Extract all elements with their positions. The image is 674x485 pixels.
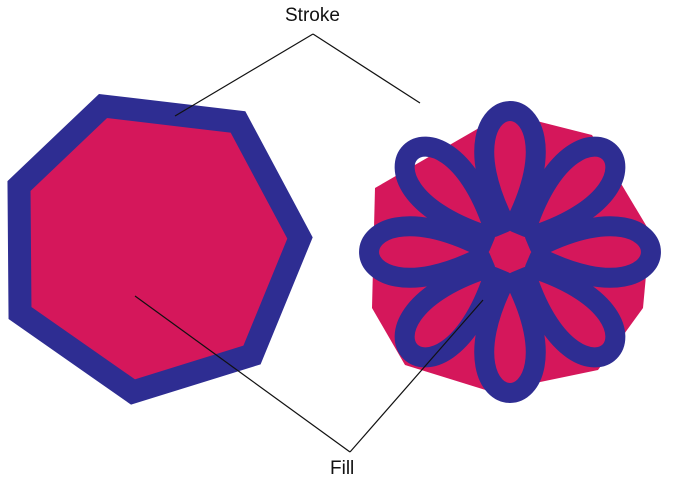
heptagon-shape xyxy=(19,106,300,392)
stroke-callout-line-left xyxy=(175,34,313,116)
fill-label: Fill xyxy=(330,458,354,480)
heptagon-fill-and-stroke xyxy=(19,106,300,392)
stroke-callout-line-right xyxy=(313,34,420,103)
flower-shape xyxy=(369,111,651,393)
stroke-label: Stroke xyxy=(285,5,340,27)
